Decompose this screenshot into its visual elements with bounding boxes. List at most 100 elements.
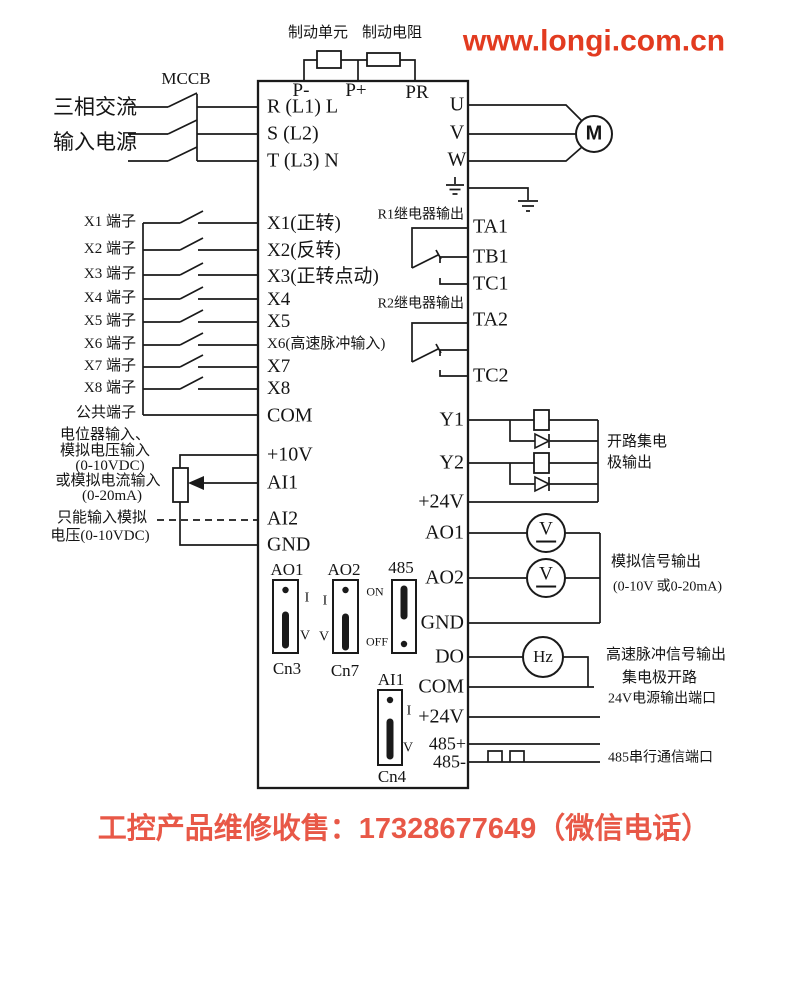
- terminal-y2: Y2: [439, 451, 464, 474]
- cn3-title: AO1: [270, 560, 304, 580]
- brake-resistor-label: 制动电阻: [361, 25, 423, 42]
- cn3-i-label: I: [304, 590, 310, 606]
- terminal-485-minus: 485-: [433, 751, 466, 772]
- oc-note-line2: 极输出: [607, 455, 653, 472]
- terminal-ao1: AO1: [425, 521, 464, 544]
- website-link[interactable]: www.longi.com.cn: [462, 24, 726, 58]
- cn4-name: Cn4: [377, 767, 407, 787]
- ground-symbols: [446, 177, 538, 212]
- power-source-line1: 三相交流: [53, 94, 137, 119]
- brake-circuit: [303, 50, 416, 81]
- terminal-com-out: COM: [418, 675, 464, 698]
- power-comm-lines: [468, 716, 600, 763]
- terminal-gnd-in: GND: [267, 533, 311, 556]
- oc-note-line1: 开路集电: [607, 434, 668, 451]
- terminal-x4: X4: [267, 289, 291, 311]
- terminal-ta2: TA2: [473, 308, 509, 331]
- terminal-t-l3: T (L3) N: [267, 149, 339, 172]
- analog-note-line3: (0-10VDC): [75, 458, 145, 475]
- hz-meter-symbol: Hz: [533, 647, 553, 667]
- cn7-title: AO2: [327, 560, 361, 580]
- terminal-485-plus: 485+: [428, 733, 466, 754]
- brake-unit-label: 制动单元: [287, 25, 349, 42]
- pulse-note-line2: 集电极开路: [622, 670, 698, 687]
- terminal-ai1: AI1: [267, 471, 299, 494]
- terminal-ai2: AI2: [267, 507, 299, 530]
- terminal-24v-1: +24V: [418, 490, 464, 513]
- analog-out-note-line2: (0-10V 或0-20mA): [613, 579, 723, 595]
- cn3-v-label: V: [299, 628, 311, 644]
- terminal-do: DO: [435, 645, 464, 668]
- ext-label-x5: X5 端子: [83, 313, 136, 330]
- jumper-connectors: [272, 579, 417, 766]
- terminal-x8: X8: [267, 378, 291, 400]
- terminal-r-l1: R (L1) L: [267, 95, 339, 118]
- terminal-p-minus: P-: [292, 80, 310, 102]
- pulse-note-line1: 高速脉冲信号输出: [606, 647, 727, 664]
- relay2-note: R2继电器输出: [377, 296, 464, 312]
- terminal-x7: X7: [267, 356, 291, 378]
- open-collector-circuit: [468, 409, 599, 503]
- cn7-name: Cn7: [330, 661, 360, 681]
- analog-note-line7: 电压(0-10VDC): [50, 528, 150, 545]
- mccb-switch: [128, 92, 258, 162]
- terminal-p-plus: P+: [345, 80, 367, 102]
- ext-label-x7: X7 端子: [83, 358, 136, 375]
- terminal-x5: X5: [267, 311, 291, 333]
- rs485-note: 485串行通信端口: [608, 750, 713, 766]
- relay1-contact: [411, 227, 468, 285]
- terminal-s-l2: S (L2): [267, 122, 319, 145]
- analog-input-circuit: [157, 454, 258, 546]
- motor-circuit: [468, 104, 613, 162]
- terminal-x1: X1(正转): [267, 213, 341, 235]
- cn4-title: AI1: [377, 670, 405, 690]
- analog-output-circuit: [468, 513, 601, 624]
- terminal-tc2: TC2: [473, 364, 509, 387]
- footer-contact-text: 工控产品维修收售：17328677649（微信电话）: [97, 812, 711, 845]
- mccb-label: MCCB: [161, 69, 211, 89]
- sw485-title: 485: [388, 558, 414, 578]
- ext-label-x1: X1 端子: [83, 214, 136, 231]
- ext-label-x4: X4 端子: [83, 290, 136, 307]
- terminal-ta1: TA1: [473, 215, 509, 238]
- terminal-x2: X2(反转): [267, 240, 341, 262]
- inverter-box: [256, 79, 470, 790]
- pulse-output-circuit: [468, 636, 594, 688]
- terminal-pr: PR: [405, 82, 429, 104]
- sw485-off-label: OFF: [365, 634, 389, 649]
- terminal-tc1: TC1: [473, 272, 509, 295]
- relay1-note: R1继电器输出: [377, 207, 464, 223]
- analog-note-line6: 只能输入模拟: [56, 510, 148, 527]
- analog-note-line1: 电位器输入、: [59, 427, 151, 444]
- terminal-w: W: [447, 148, 467, 171]
- terminal-com: COM: [267, 404, 313, 427]
- terminal-v: V: [449, 121, 465, 144]
- terminal-x3: X3(正转点动): [267, 266, 379, 288]
- terminal-y1: Y1: [439, 408, 464, 431]
- terminal-x6: X6(高速脉冲输入): [267, 336, 386, 353]
- relay2-contact: [411, 322, 468, 377]
- analog-note-line5: (0-20mA): [82, 488, 142, 505]
- cn4-i-label: I: [406, 703, 412, 719]
- analog-note-line2: 模拟电压输入: [59, 443, 151, 460]
- terminal-24v-2: +24V: [418, 705, 464, 728]
- ext-label-x8: X8 端子: [83, 380, 136, 397]
- ext-label-x2: X2 端子: [83, 241, 136, 258]
- analog-out-note-line1: 模拟信号输出: [611, 554, 702, 571]
- cn4-v-label: V: [402, 740, 414, 756]
- analog-note-line4: 或模拟电流输入: [55, 473, 161, 490]
- sw485-on-label: ON: [366, 584, 384, 599]
- terminal-tb1: TB1: [473, 245, 509, 268]
- ext-label-x3: X3 端子: [83, 266, 136, 283]
- motor-symbol: M: [585, 122, 603, 145]
- terminal-gnd-out: GND: [420, 611, 464, 634]
- cn3-name: Cn3: [272, 659, 302, 679]
- power-out-note: 24V电源输出端口: [608, 691, 717, 707]
- ext-label-common: 公共端子: [75, 405, 136, 422]
- ext-label-x6: X6 端子: [83, 336, 136, 353]
- digital-input-switches: [142, 210, 258, 416]
- terminal-u: U: [449, 93, 465, 116]
- power-source-line2: 输入电源: [53, 129, 137, 154]
